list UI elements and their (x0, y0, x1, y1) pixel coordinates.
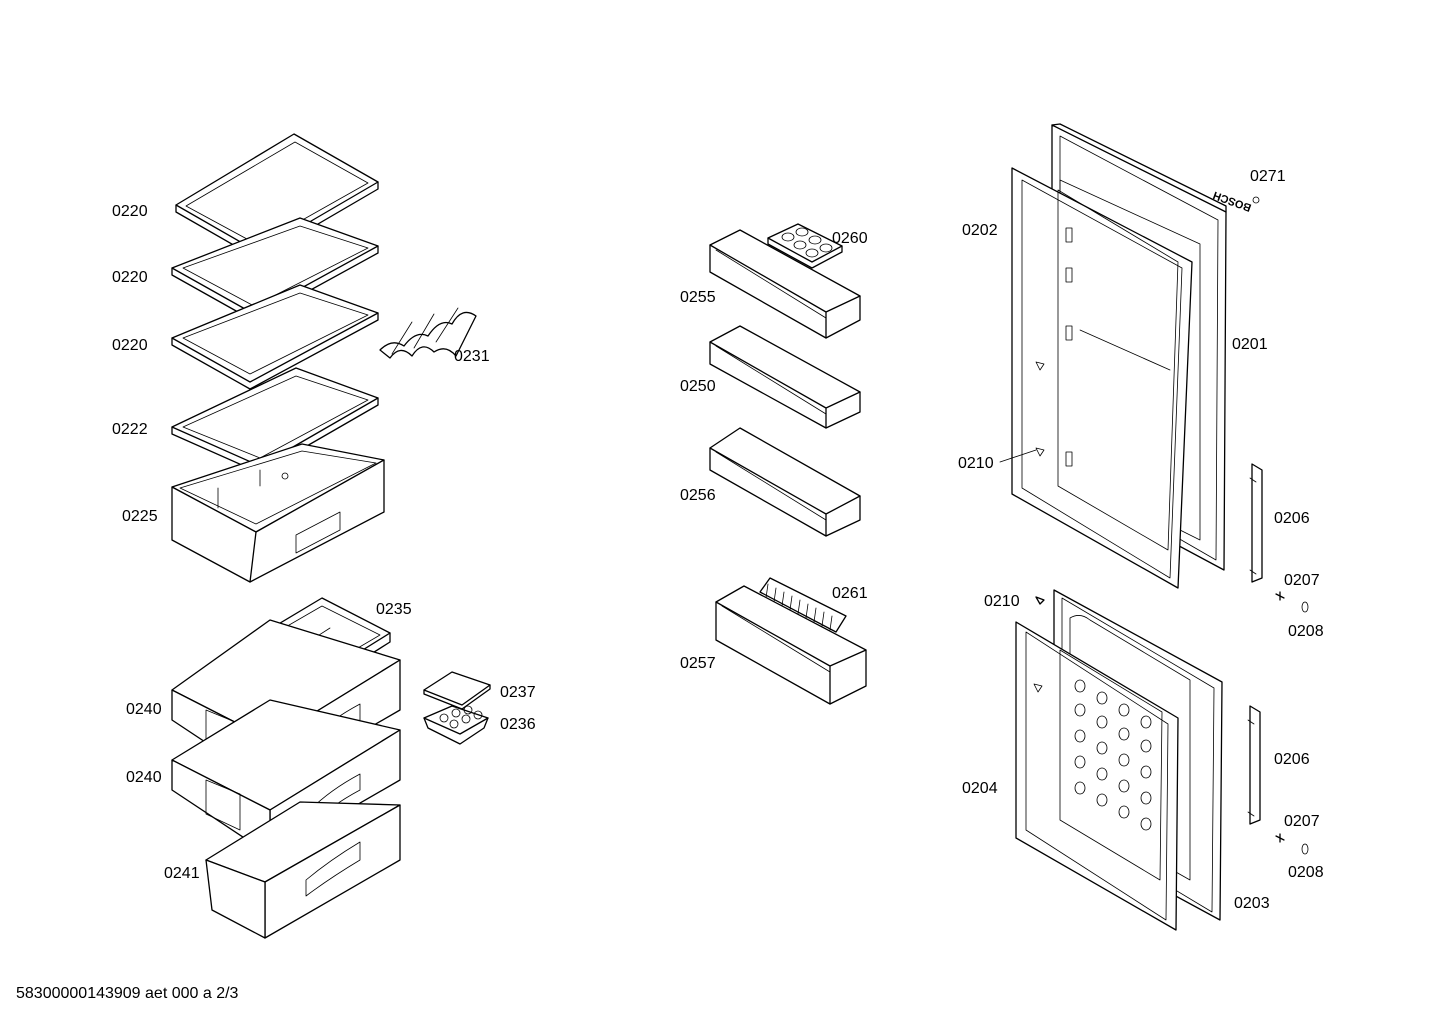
shelf-0220-2 (171, 217, 379, 322)
egg-tray-0260 (767, 223, 843, 269)
washer-0208-top (1301, 601, 1309, 613)
door-shelf-0255 (709, 229, 861, 339)
label-0207-a: 0207 (1284, 572, 1320, 589)
label-0235: 0235 (376, 601, 412, 618)
freezer-door-dimples (1074, 679, 1152, 831)
label-0261: 0261 (832, 585, 868, 602)
label-0208-a: 0208 (1288, 623, 1324, 640)
freezer-gasket-0204 (1015, 621, 1179, 931)
fridge-gasket-0202 (1011, 167, 1193, 589)
hinge-pin-0210 (1035, 596, 1045, 605)
label-0240-a: 0240 (126, 701, 162, 718)
label-0207-b: 0207 (1284, 813, 1320, 830)
label-0204: 0204 (962, 780, 998, 797)
label-0220-b: 0220 (112, 269, 148, 286)
label-0271: 0271 (1250, 168, 1286, 185)
drawing-footer-id: 58300000143909 aet 000 a 2/3 (16, 985, 239, 1002)
label-0237: 0237 (500, 684, 536, 701)
ice-tray-lid-0237 (423, 671, 491, 710)
door-shelf-0257 (715, 585, 867, 705)
ice-cube-tray-0236 (423, 705, 489, 745)
label-0220-c: 0220 (112, 337, 148, 354)
door-shelf-0256 (709, 427, 861, 537)
label-0210-b: 0210 (984, 593, 1020, 610)
crisper-box-0225 (171, 443, 385, 583)
label-0236: 0236 (500, 716, 536, 733)
label-0260: 0260 (832, 230, 868, 247)
label-0255: 0255 (680, 289, 716, 306)
label-0240-b: 0240 (126, 769, 162, 786)
handle-0206-top (1249, 463, 1263, 583)
label-0222: 0222 (112, 421, 148, 438)
washer-0208-bottom (1301, 843, 1309, 855)
shelf-0220-top (175, 133, 379, 260)
screw-0207-top (1275, 591, 1285, 601)
label-0208-b: 0208 (1288, 864, 1324, 881)
label-0206-b: 0206 (1274, 751, 1310, 768)
label-0241: 0241 (164, 865, 200, 882)
label-0220-a: 0220 (112, 203, 148, 220)
label-0202: 0202 (962, 222, 998, 239)
bottle-rack-0231 (379, 307, 477, 359)
label-0231: 0231 (454, 348, 490, 365)
label-0206-a: 0206 (1274, 510, 1310, 527)
label-0210-a: 0210 (958, 455, 994, 472)
label-0257: 0257 (680, 655, 716, 672)
label-0256: 0256 (680, 487, 716, 504)
label-0250: 0250 (680, 378, 716, 395)
drawer-0241 (205, 801, 401, 939)
drawer-0240-bottom (171, 699, 401, 856)
label-0203: 0203 (1234, 895, 1270, 912)
leader-line-0210 (999, 449, 1037, 463)
shelf-0220-3 (171, 284, 379, 390)
screw-0207-bottom (1275, 833, 1285, 843)
handle-0206-bottom (1247, 705, 1261, 825)
bottle-holder-0261 (759, 577, 847, 633)
label-0225: 0225 (122, 508, 158, 525)
door-shelf-0250 (709, 325, 861, 429)
label-0201: 0201 (1232, 336, 1268, 353)
